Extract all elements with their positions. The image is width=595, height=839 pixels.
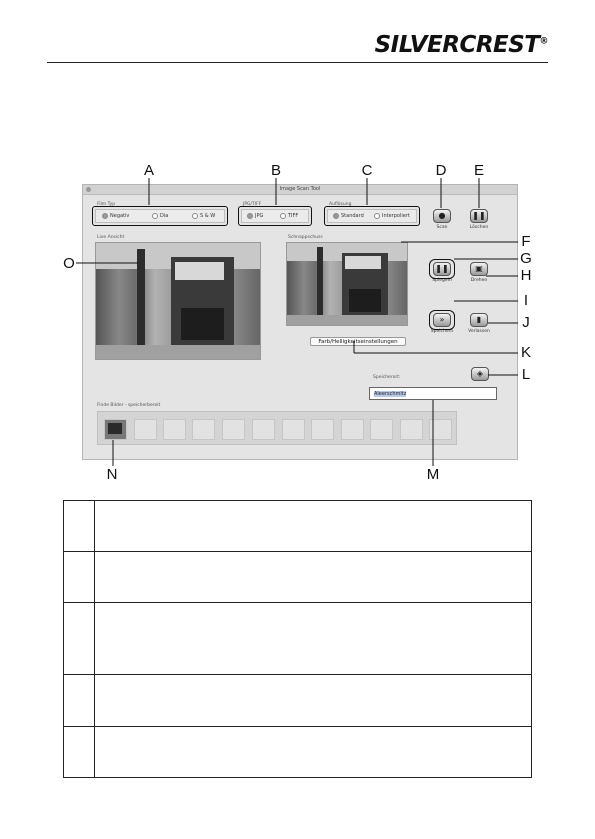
resolution-option-interpolated[interactable]: Interpoliert: [374, 213, 410, 219]
radio-selected-icon[interactable]: [247, 213, 253, 219]
delete-icon: ❚❚: [472, 211, 486, 220]
thumbnail-slot[interactable]: [134, 419, 157, 440]
radio-icon[interactable]: [152, 213, 158, 219]
thumbnail-slot[interactable]: [341, 419, 364, 440]
color-brightness-button[interactable]: Farb/Helligkeitseinstellungen: [310, 337, 406, 346]
legend-table: [63, 500, 532, 778]
delete-button[interactable]: ❚❚: [470, 209, 488, 223]
rotate-icon: ▣: [475, 264, 483, 273]
highlight-format: [238, 206, 312, 226]
callout-a: A: [143, 162, 154, 179]
mirror-button[interactable]: ❚❚: [433, 262, 451, 276]
callout-e: E: [473, 162, 484, 179]
callout-j: J: [522, 314, 530, 331]
callout-g: G: [520, 250, 532, 267]
thumbnail-slot[interactable]: [429, 419, 452, 440]
format-group: JPG TIFF: [241, 209, 309, 223]
film-type-option-bw[interactable]: S & W: [192, 213, 215, 219]
thumbnail-slot[interactable]: [192, 419, 215, 440]
callout-f: F: [521, 233, 531, 250]
scan-button[interactable]: ●: [433, 209, 451, 223]
thumbnail-slot[interactable]: [222, 419, 245, 440]
film-type-label: Film Typ: [97, 202, 116, 207]
callout-h: H: [520, 267, 532, 284]
delete-label: Löschen: [469, 225, 489, 230]
exit-button[interactable]: ▮: [470, 313, 488, 327]
film-type-option-negative[interactable]: Negativ: [102, 213, 129, 219]
window-title: Image Scan Tool: [279, 186, 321, 192]
radio-selected-icon[interactable]: [333, 213, 339, 219]
callout-n: N: [106, 466, 118, 483]
callout-d: D: [435, 162, 447, 179]
legend-row: [63, 500, 532, 552]
exit-label: Verlassen: [468, 329, 490, 334]
save-button[interactable]: »: [433, 313, 451, 327]
legend-row: [63, 726, 532, 778]
save-location-label: Speicherort:: [373, 375, 401, 380]
radio-icon[interactable]: [192, 213, 198, 219]
highlight-mirror: [429, 259, 455, 279]
callout-m: M: [426, 466, 440, 483]
mirror-icon: ❚❚: [435, 264, 449, 273]
callout-i: I: [523, 292, 529, 309]
thumbnails-label: Finde Bilder - speicherbereit: [97, 403, 161, 408]
rotate-label: Drehen: [470, 278, 488, 283]
save-location-field[interactable]: Aleerschmitz: [369, 387, 497, 400]
header-rule: [47, 62, 548, 63]
mirror-label: Spiegeln: [432, 278, 452, 283]
format-option-tiff[interactable]: TIFF: [280, 213, 298, 219]
thumbnail-slot[interactable]: [252, 419, 275, 440]
highlight-save: [429, 310, 455, 330]
radio-icon[interactable]: [374, 213, 380, 219]
rotate-button[interactable]: ▣: [470, 262, 488, 276]
highlight-resolution: [324, 206, 420, 226]
callout-k: K: [520, 344, 531, 361]
callout-b: B: [270, 162, 281, 179]
format-label: JPG/TIFF: [243, 202, 262, 207]
window-title-bar[interactable]: Image Scan Tool: [83, 185, 517, 195]
format-option-jpg[interactable]: JPG: [247, 213, 263, 219]
folder-icon: ◈: [476, 369, 484, 378]
callout-l: L: [521, 366, 531, 383]
image-scan-tool-window: Image Scan Tool Film Typ Negativ Dia S &…: [82, 184, 518, 460]
snapshot-image: [286, 242, 408, 326]
live-view-label: Live Ansicht: [97, 235, 125, 240]
save-location-browse-button[interactable]: ◈: [471, 367, 489, 381]
radio-icon[interactable]: [280, 213, 286, 219]
resolution-label: Auflösung: [329, 202, 352, 207]
save-label: Speichern: [430, 329, 454, 334]
legend-row: [63, 551, 532, 603]
thumbnail-slot[interactable]: [163, 419, 186, 440]
save-icon: »: [439, 315, 445, 324]
highlight-film-type: [92, 206, 228, 226]
scan-label: Scan: [436, 225, 448, 230]
exit-icon: ▮: [476, 315, 482, 324]
camera-icon: ●: [438, 211, 446, 220]
thumbnail-slot[interactable]: [104, 419, 127, 440]
thumbnail-slot[interactable]: [370, 419, 393, 440]
radio-selected-icon[interactable]: [102, 213, 108, 219]
brand-logo: SILVERCREST®: [374, 32, 549, 58]
film-type-group: Negativ Dia S & W: [95, 209, 225, 223]
callout-o: O: [63, 255, 75, 272]
window-close-icon[interactable]: [86, 187, 91, 192]
legend-row: [63, 602, 532, 675]
callout-c: C: [361, 162, 373, 179]
snapshot-label: Schnappschuss: [288, 235, 323, 240]
thumbnail-slot[interactable]: [311, 419, 334, 440]
thumbnail-slot[interactable]: [400, 419, 423, 440]
thumbnail-strip: [97, 411, 457, 445]
thumbnail-slot[interactable]: [282, 419, 305, 440]
live-view-image: [95, 242, 261, 360]
resolution-group: Standard Interpoliert: [327, 209, 417, 223]
resolution-option-standard[interactable]: Standard: [333, 213, 364, 219]
film-type-option-slide[interactable]: Dia: [152, 213, 168, 219]
legend-row: [63, 674, 532, 727]
